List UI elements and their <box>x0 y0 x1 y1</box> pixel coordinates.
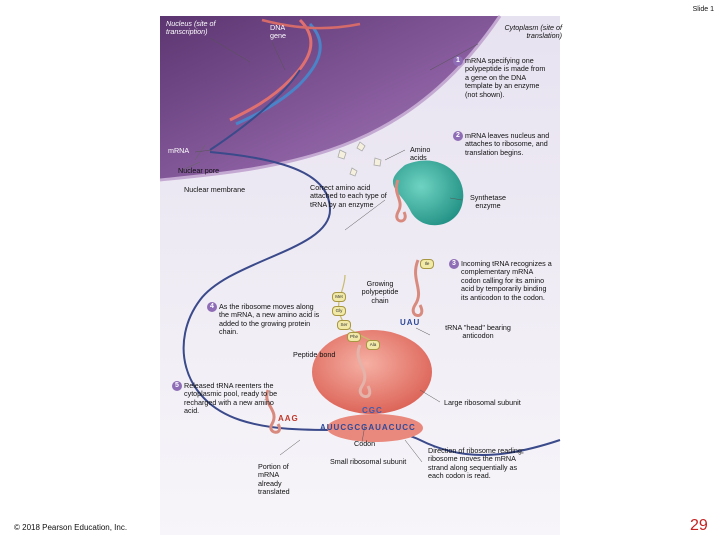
amino-acid-ile: Ile <box>420 259 434 269</box>
mrna-sequence: AUUCGCGAUACUCC <box>320 423 416 432</box>
dna-top-strand <box>261 18 361 30</box>
label-growing-chain: Growing polypeptide chain <box>361 279 399 305</box>
nuclear-envelope <box>159 15 502 182</box>
label-cytoplasm: Cytoplasm (site of translation) <box>504 23 562 41</box>
page-number: 29 <box>690 517 708 534</box>
step-4-marker: 4 <box>207 302 217 312</box>
label-nucleus: Nucleus (site of transcription) <box>166 19 216 37</box>
trna-released <box>265 389 281 434</box>
label-peptide-bond: Peptide bond <box>293 350 336 359</box>
amino-acid-met: Met <box>332 292 346 302</box>
trna-incoming <box>411 259 424 317</box>
label-synthetase: Synthetase enzyme <box>470 193 506 211</box>
dna-strand-b <box>235 22 322 126</box>
mrna-strand-nucleus <box>209 69 301 151</box>
amino-acid-ala: Ala <box>366 340 380 350</box>
anticodon-bound: CGC <box>362 406 383 415</box>
step-1-marker: 1 <box>453 56 463 66</box>
anticodon-released: AAG <box>278 414 299 423</box>
label-dna-gene: DNA gene <box>270 23 286 41</box>
mrna-long-strand <box>182 151 561 456</box>
synthetase-enzyme <box>392 160 464 226</box>
step-3-text: Incoming tRNA recognizes a complementary… <box>461 259 552 302</box>
label-portion-translated: Portion of mRNA already translated <box>258 462 290 497</box>
label-amino-acids: Amino acids <box>410 145 431 163</box>
label-codon: Codon <box>354 439 376 448</box>
label-small-subunit: Small ribosomal subunit <box>330 457 407 466</box>
amino-acid-phe: Phe <box>347 332 361 342</box>
step-5-text: Released tRNA reenters the cytoplasmic p… <box>184 381 278 416</box>
step-3-marker: 3 <box>449 259 459 269</box>
trna-charging <box>394 179 407 223</box>
step-1-text: mRNA specifying one polypeptide is made … <box>465 56 546 99</box>
copyright: © 2018 Pearson Education, Inc. <box>14 523 128 532</box>
step-5-marker: 5 <box>172 381 182 391</box>
step-2-marker: 2 <box>453 131 463 141</box>
label-trna-head: tRNA "head" bearing anticodon <box>445 323 511 341</box>
ribosome-large-subunit <box>312 330 432 414</box>
amino-acid-ser: Ser <box>337 320 351 330</box>
slide-label: Slide 1 <box>692 6 714 13</box>
label-nuclear-membrane: Nuclear membrane <box>184 185 246 194</box>
amino-acid-gly: Gly <box>332 306 346 316</box>
label-direction: Direction of ribosome reading; ribosome … <box>428 446 524 481</box>
ribosome-small-subunit <box>327 414 423 442</box>
free-amino-acids <box>337 141 382 177</box>
dna-strand-a <box>229 18 313 122</box>
trna-in-ribosome <box>356 344 372 398</box>
label-nuclear-pore: Nuclear pore <box>178 166 220 175</box>
label-large-subunit: Large ribosomal subunit <box>444 398 521 407</box>
step-4-text: As the ribosome moves along the mRNA, a … <box>219 302 320 337</box>
anticodon-incoming: UAU <box>400 318 421 327</box>
nucleus <box>160 16 500 180</box>
step-2-text: mRNA leaves nucleus and attaches to ribo… <box>465 131 550 157</box>
label-mrna: mRNA <box>168 146 190 155</box>
label-correct-amino-acid: Correct amino acid attached to each type… <box>310 183 387 209</box>
